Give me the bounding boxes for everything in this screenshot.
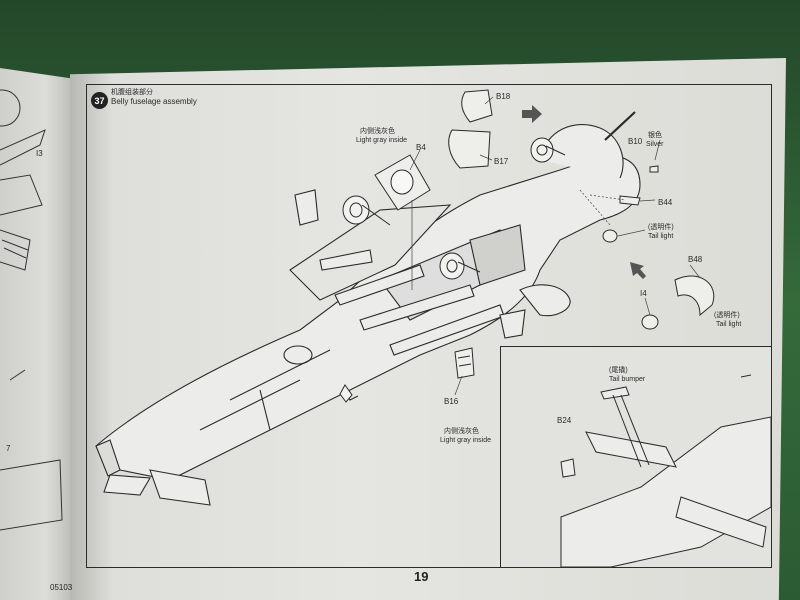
page-number: 19 bbox=[414, 569, 429, 584]
step-title-zh: 机腹组装部分 bbox=[111, 89, 153, 96]
step-title: Belly fuselage assembly bbox=[111, 97, 197, 106]
step-number-badge: 37 bbox=[91, 92, 108, 109]
part-b44-label: B44 bbox=[658, 198, 673, 207]
part-b18-label: B18 bbox=[496, 92, 511, 101]
part-b4-label: B4 bbox=[416, 143, 426, 152]
inset-drawing bbox=[560, 374, 771, 567]
part-b16-paint: Light gray inside bbox=[440, 437, 491, 444]
helicopter-fuselage bbox=[95, 111, 641, 506]
loose-parts bbox=[374, 89, 715, 379]
kit-code: 05103 bbox=[50, 583, 73, 592]
left-page-step-fragment: 7 bbox=[6, 444, 11, 453]
tail-bumper-label: Tail bumper bbox=[609, 376, 646, 383]
part-b4-paint-zh: 内侧浅灰色 bbox=[360, 128, 395, 135]
part-b10-color-zh: 银色 bbox=[648, 132, 662, 139]
tail-light-2-label: Tail light bbox=[716, 321, 742, 328]
part-b16-label: B16 bbox=[444, 397, 459, 406]
inset-panel: (尾撬) Tail bumper B24 bbox=[500, 346, 772, 568]
landing-gear bbox=[339, 137, 566, 403]
leader-lines bbox=[409, 96, 701, 396]
part-i4-label: I4 bbox=[640, 289, 647, 298]
part-b10-label: B10 bbox=[628, 137, 643, 146]
step-frame bbox=[86, 84, 772, 568]
part-b48-label: B48 bbox=[688, 255, 703, 264]
part-b4-paint: Light gray inside bbox=[356, 137, 407, 144]
part-b16-paint-zh: 内侧浅灰色 bbox=[444, 428, 479, 435]
left-page-diagram bbox=[0, 89, 63, 531]
part-b24-label: B24 bbox=[557, 416, 572, 425]
tail-light-1-zh: (透明件) bbox=[648, 224, 674, 231]
tail-light-2-zh: (透明件) bbox=[714, 312, 740, 319]
left-page bbox=[0, 68, 76, 600]
direction-arrows bbox=[522, 105, 646, 279]
part-b10-color: Silver bbox=[646, 141, 664, 148]
left-page-part-i3: I3 bbox=[36, 149, 43, 158]
tail-bumper-label-zh: (尾撬) bbox=[609, 367, 628, 374]
part-b17-label: B17 bbox=[494, 157, 509, 166]
tail-light-1-label: Tail light bbox=[648, 233, 674, 240]
